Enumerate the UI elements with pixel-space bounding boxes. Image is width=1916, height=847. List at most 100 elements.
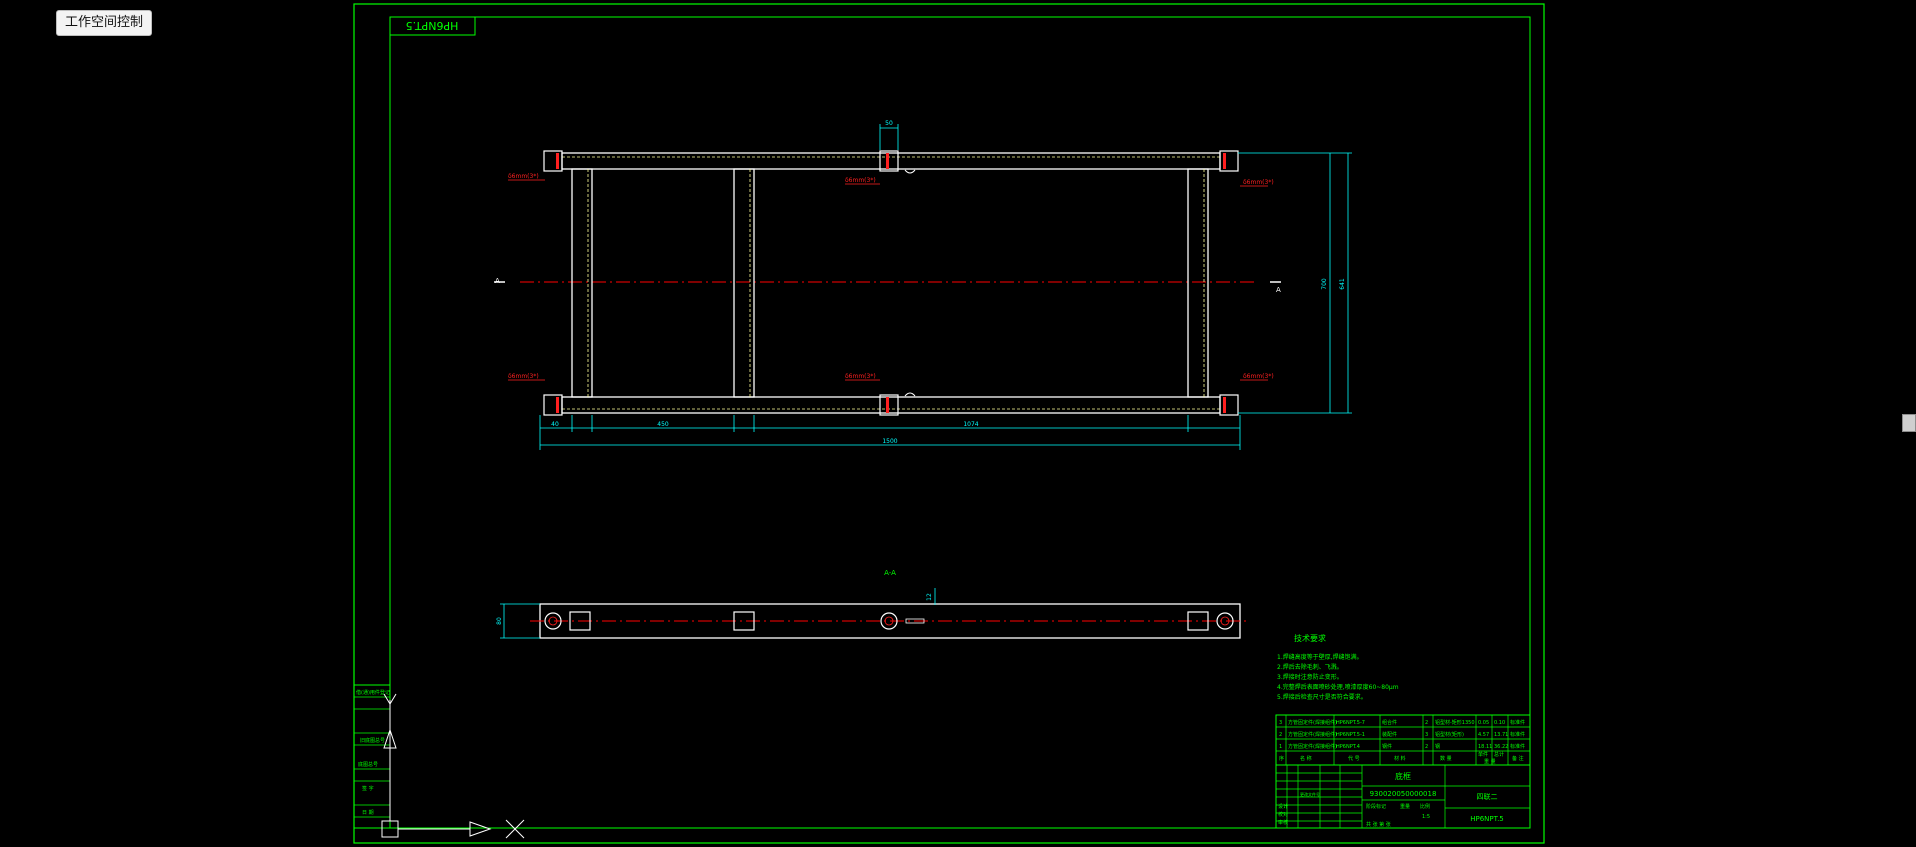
parts-row-3-type: 钢件 [1382,743,1392,750]
hook-bottom [904,392,916,397]
title-block-code: HP6NPT.5 [1470,815,1504,823]
weight-label: 重量 [1400,803,1410,810]
weld-note-3: δ6mm(3*) [1243,179,1274,186]
weld-note-6: δ6mm(3*) [1243,373,1274,380]
ucs-icon [381,693,525,839]
weld-note-1: δ6mm(3*) [508,173,539,180]
parts-row-3-unit-weight: 18.11 [1478,744,1492,750]
section-bracket [905,618,925,624]
fitting-top-right [1219,150,1239,172]
parts-header-unit: 单件 [1478,751,1488,758]
code-box [389,16,476,36]
section-tube-2 [733,611,755,631]
top-rail [561,152,1221,170]
side-item-4: 签 字 [362,785,374,792]
parts-row-2-material: 铝型材(矩形) [1435,731,1464,738]
note-4: 4.完整焊后表面喷砂处理,喷漆厚度60~80μm [1277,683,1399,691]
parts-row-1-total-weight: 0.10 [1494,720,1505,726]
parts-row-3-material: 钢 [1435,743,1440,750]
parts-row-1-type: 组合件 [1382,719,1397,726]
dim-span-2: 1074 [963,421,978,428]
ucs-y-label-2 [389,693,397,705]
fitting-bottom-middle [879,394,899,416]
parts-row-1-material: 铝型材-矩形1350 [1435,719,1475,726]
fitting-bottom-right [1219,394,1239,416]
section-hole-1-inner [548,616,558,626]
parts-row-3-qty: 2 [1425,744,1428,750]
fitting-top-right-weld [1223,153,1226,169]
parts-header-material: 材 料 [1394,755,1406,762]
parts-header-total: 总计 [1494,751,1504,758]
section-hole-3-inner [1220,616,1230,626]
note-5: 5.焊接后检查尺寸是否符合要求。 [1277,693,1367,701]
parts-header-qty: 数 量 [1440,755,1452,762]
dim-left-end: 40 [551,421,559,428]
section-hole-1 [544,612,562,630]
bottom-rail [561,396,1221,414]
section-marker-right: A [1276,286,1281,294]
weld-note-4: δ6mm(3*) [508,373,539,380]
drawing-number: 930020050000018 [1370,790,1437,798]
parts-header-seq: 序 [1279,755,1284,762]
parts-row-2-type: 装配件 [1382,731,1397,738]
fitting-top-left [543,150,563,172]
workspace-control-button[interactable]: 工作空间控制 [56,10,153,36]
inner-drawing-border [389,16,1531,829]
parts-list: 3 方管固定件(焊接组件) HP6NPT.5-7 组合件 2 铝型材-矩形135… [1275,714,1531,766]
parts-row-1-qty: 2 [1425,720,1428,726]
parts-row-3-seq: 1 [1279,744,1282,750]
parts-header-code: 代 号 [1348,755,1360,762]
note-2: 2.焊后去除毛刺、飞溅。 [1277,663,1343,671]
fitting-top-middle-weld [886,153,889,169]
fitting-top-middle [879,150,899,172]
section-hole-2 [880,612,898,630]
left-side-table: 借(通)用件登记 旧底图总号 底图总号 签 字 日 期 [353,684,391,829]
right-side-rail [1187,168,1209,398]
dim-height-inner: 641 [1339,278,1346,290]
parts-header-weight: 重 量 [1484,758,1496,765]
dim-top-small: 50 [885,120,893,127]
side-item-5: 日 期 [362,810,374,816]
plan-view: A A [494,120,1352,450]
drawing-title: 底框 [1395,771,1411,781]
weld-note-5: δ6mm(3*) [845,373,876,380]
role-review: 审核 [1278,819,1288,826]
label-file-no: 更改文件号 [1300,791,1320,797]
parts-row-1-seq: 3 [1279,720,1282,726]
notes-title: 技术要求 [1294,633,1326,643]
side-item-2: 旧底图总号 [360,737,385,744]
parts-row-3-name: 方管固定件(焊接组件) [1288,743,1337,750]
parts-row-2-code: HP6NPT.5-1 [1336,732,1365,738]
stage-label: 阶段标记 [1366,803,1386,810]
fitting-bottom-middle-weld [886,397,889,413]
hook-top [904,169,916,174]
side-table-frame [353,684,391,829]
dim-section-height: 80 [496,617,503,625]
parts-header-remark: 备 注 [1512,755,1524,762]
side-item-1: 借(通)用件登记 [356,689,390,696]
ucs-y-arrow [383,728,397,749]
side-item-3: 底图总号 [358,761,378,768]
scale-label: 比例 [1420,803,1430,810]
parts-row-2-remark: 标准件 [1510,731,1525,738]
fitting-bottom-left [543,394,563,416]
dim-height-outer: 700 [1321,278,1328,290]
parts-row-2-seq: 2 [1279,732,1282,738]
ucs-x-arrow [469,821,492,837]
scale-value: 1:5 [1422,814,1430,820]
dim-span-1: 450 [657,421,669,428]
section-tube-3 [1187,611,1209,631]
note-3: 3.焊接时注意防止变形。 [1277,673,1343,681]
sheet-label: 共 张 第 张 [1366,821,1391,828]
parts-row-2-unit-weight: 4.57 [1478,732,1489,738]
left-side-rail [571,168,593,398]
parts-row-1-name: 方管固定件(焊接组件) [1288,719,1337,726]
title-block-frame [1275,764,1531,829]
parts-row-2-name: 方管固定件(焊接组件) [1288,731,1337,738]
parts-row-2-total-weight: 13.71 [1494,732,1508,738]
section-tube-1 [569,611,591,631]
parts-header-name: 名 称 [1300,755,1312,762]
section-marker-left: A [495,277,500,285]
parts-row-1-unit-weight: 0.05 [1478,720,1489,726]
